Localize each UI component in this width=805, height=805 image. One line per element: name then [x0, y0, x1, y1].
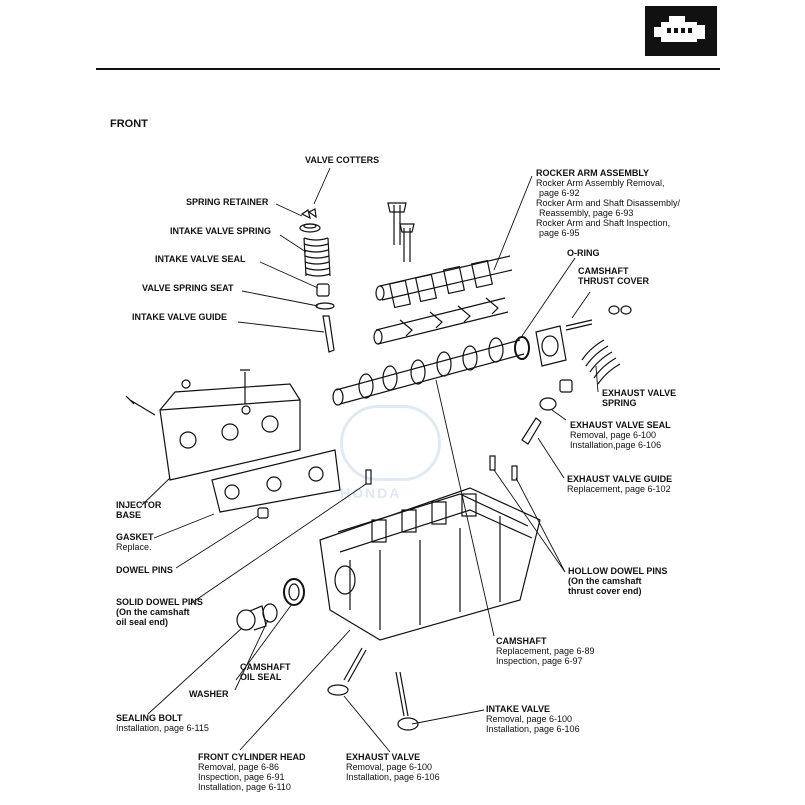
camshaft-oil-seal-part — [283, 578, 305, 606]
label-dowel-pins: DOWEL PINS — [116, 565, 173, 575]
engine-section-icon — [645, 6, 717, 56]
camshaft-part — [332, 337, 525, 406]
header-rule — [96, 68, 720, 70]
injector-base-part — [125, 369, 301, 481]
label-rocker-arm-assembly: ROCKER ARM ASSEMBLY Rocker Arm Assembly … — [536, 168, 681, 238]
watermark-text: HONDA — [340, 485, 402, 501]
front-cylinder-head-part — [319, 487, 541, 641]
label-valve-spring-seat: VALVE SPRING SEAT — [142, 283, 234, 293]
exhaust-valve-seal-part — [559, 379, 573, 393]
rocker-arm-assembly-part — [373, 202, 513, 345]
exhaust-valve-guide-part — [521, 417, 542, 445]
solid-dowel-pins-part — [365, 469, 372, 485]
intake-valve-guide-part — [322, 315, 335, 353]
label-valve-cotters: VALVE COTTERS — [305, 155, 380, 165]
leader-lines — [141, 167, 599, 753]
front-orientation-label: FRONT — [110, 118, 148, 130]
label-exhaust-valve-seal: EXHAUST VALVE SEAL Removal, page 6-100 I… — [570, 420, 671, 450]
intake-valve-part — [395, 671, 419, 731]
label-exhaust-valve-guide: EXHAUST VALVE GUIDE Replacement, page 6-… — [567, 474, 673, 494]
exhaust-valve-spring-part — [581, 339, 621, 385]
label-intake-valve-guide: INTAKE VALVE GUIDE — [132, 312, 228, 322]
label-intake-valve-spring: INTAKE VALVE SPRING — [170, 226, 272, 236]
label-spring-retainer: SPRING RETAINER — [186, 197, 269, 207]
spring-retainer-part — [299, 223, 321, 233]
label-intake-valve: INTAKE VALVE Removal, page 6-100 Install… — [486, 704, 580, 734]
sealing-bolt-part — [236, 605, 267, 631]
dowel-pins-part — [257, 507, 269, 519]
label-camshaft: CAMSHAFT Replacement, page 6-89 Inspecti… — [496, 636, 595, 666]
o-ring-part — [514, 336, 530, 360]
camshaft-thrust-cover-part — [535, 305, 632, 367]
valve-cotters-part — [300, 208, 317, 220]
intake-valve-seal-part — [316, 283, 330, 297]
intake-valve-spring-part — [303, 237, 331, 277]
label-o-ring: O-RING — [567, 248, 600, 258]
label-washer: WASHER — [189, 689, 229, 699]
honda-watermark-logo — [340, 405, 441, 481]
label-front-cylinder-head: FRONT CYLINDER HEAD Removal, page 6-86 I… — [198, 752, 306, 792]
valve-spring-seat-part — [315, 302, 335, 310]
gasket-part — [211, 449, 341, 513]
engine-icon — [654, 16, 705, 42]
label-exhaust-valve: EXHAUST VALVE Removal, page 6-100 Instal… — [346, 752, 440, 782]
exhaust-valve-seat-washer-part — [539, 397, 557, 411]
exhaust-valve-part — [327, 647, 367, 696]
hollow-dowel-pins-part — [489, 455, 518, 481]
label-intake-valve-seal: INTAKE VALVE SEAL — [155, 254, 246, 264]
